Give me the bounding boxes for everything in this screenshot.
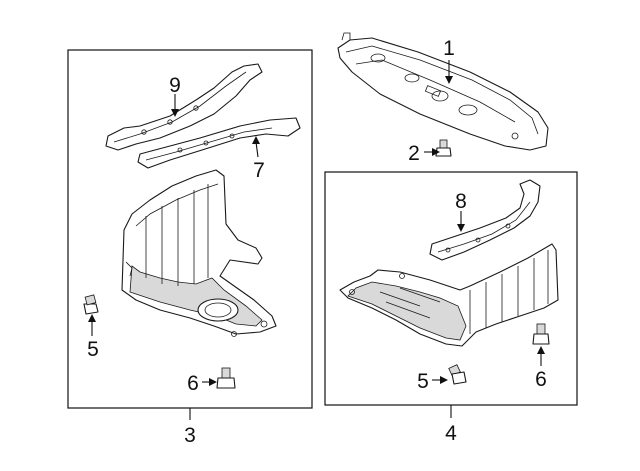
- part-3-under-cover: [121, 169, 277, 337]
- leader-lines: [88, 60, 545, 420]
- part-6-bolt-right: [532, 323, 550, 345]
- part-5-bolt-right: [448, 364, 467, 385]
- callout-5-right: 5: [417, 370, 429, 393]
- part-4-under-cover: [339, 243, 559, 347]
- callout-8: 8: [455, 190, 467, 213]
- callout-6-left: 6: [187, 372, 199, 395]
- part-2-bolt: [435, 139, 452, 157]
- callout-9: 9: [169, 74, 181, 97]
- callout-5-left: 5: [87, 338, 99, 361]
- part-9-bracket: [105, 63, 263, 151]
- callout-2: 2: [408, 142, 420, 165]
- callout-1: 1: [443, 37, 455, 60]
- callout-3: 3: [184, 424, 196, 447]
- callout-7: 7: [253, 159, 265, 182]
- part-1-radiator-cover: [337, 32, 549, 151]
- part-7-bracket: [137, 117, 301, 169]
- part-5-bolt-left: [83, 294, 99, 315]
- part-6-bolt-left: [216, 367, 236, 389]
- callout-6-right: 6: [535, 368, 547, 391]
- callout-4: 4: [445, 422, 457, 445]
- part-8-bracket: [429, 179, 541, 261]
